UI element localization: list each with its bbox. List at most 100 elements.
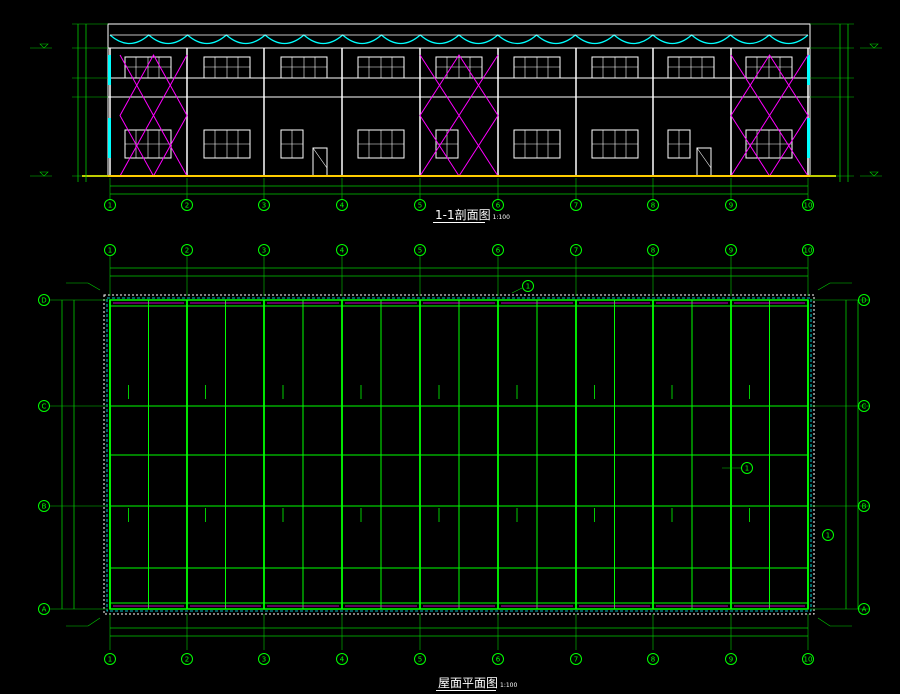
small-window-1 bbox=[280, 129, 304, 159]
axis-bubble-circle bbox=[647, 244, 659, 256]
axis-bubble-circle bbox=[104, 244, 116, 256]
lower-window-4 bbox=[513, 129, 561, 159]
axis-bubble-circle bbox=[741, 462, 753, 474]
axis-bubble-circle bbox=[802, 199, 814, 211]
plan-corner-leader-1 bbox=[87, 282, 101, 291]
plan-bottom-axis-bubble-2: 2 bbox=[181, 653, 193, 665]
axis-bubble-circle bbox=[181, 653, 193, 665]
axis-bubble-label: 1 bbox=[826, 532, 830, 540]
axis-bubble-label: B bbox=[42, 503, 47, 511]
axis-bubble-circle bbox=[522, 280, 534, 292]
axis-bubble-circle bbox=[181, 244, 193, 256]
plan-top-axis-bubble-1: 1 bbox=[104, 244, 116, 256]
plan-bottom-axis-bubble-5: 5 bbox=[414, 653, 426, 665]
axis-bubble-circle bbox=[38, 603, 50, 615]
axis-bubble-label: 5 bbox=[418, 247, 422, 255]
plan-detail-callout-top: 1 bbox=[522, 280, 534, 292]
section-axis-bubble-4: 4 bbox=[336, 199, 348, 211]
axis-bubble-circle bbox=[802, 244, 814, 256]
plan-detail-callout-right: 1 bbox=[741, 462, 753, 474]
lower-window-6 bbox=[745, 129, 793, 159]
plan-right-axis-bubble-D: D bbox=[858, 294, 870, 306]
upper-window-1 bbox=[124, 56, 172, 79]
axis-bubble-circle bbox=[38, 294, 50, 306]
axis-bubble-label: 1 bbox=[108, 656, 112, 664]
upper-window-2 bbox=[203, 56, 251, 79]
plan-title-scale: 1:100 bbox=[500, 682, 518, 689]
axis-bubble-label: 10 bbox=[804, 247, 813, 255]
level-marker-4 bbox=[860, 171, 882, 177]
level-marker-3 bbox=[860, 43, 882, 49]
axis-bubble-circle bbox=[336, 244, 348, 256]
right-glazing-strip-lower bbox=[807, 118, 810, 158]
plan-corner-leader-3 bbox=[87, 617, 101, 627]
upper-window-5 bbox=[435, 56, 483, 79]
plan-top-axis-bubble-10: 10 bbox=[802, 244, 814, 256]
axis-bubble-circle bbox=[38, 500, 50, 512]
axis-bubble-circle bbox=[647, 199, 659, 211]
level-marker-1 bbox=[30, 43, 52, 49]
plan-callout-leader bbox=[511, 287, 523, 294]
section-axis-bubble-7: 7 bbox=[570, 199, 582, 211]
axis-bubble-label: C bbox=[42, 403, 47, 411]
axis-bubble-circle bbox=[414, 653, 426, 665]
plan-top-axis-bubble-3: 3 bbox=[258, 244, 270, 256]
left-glazing-strip-lower bbox=[108, 118, 111, 158]
plan-title-underline bbox=[436, 690, 496, 691]
axis-bubble-label: 9 bbox=[729, 247, 733, 255]
axis-bubble-label: A bbox=[862, 606, 867, 614]
plan-top-axis-bubble-6: 6 bbox=[492, 244, 504, 256]
axis-bubble-label: 2 bbox=[185, 656, 189, 664]
upper-window-3 bbox=[280, 56, 328, 79]
section-outline bbox=[107, 23, 811, 177]
axis-bubble-label: 2 bbox=[185, 202, 189, 210]
plan-bottom-axis-bubble-6: 6 bbox=[492, 653, 504, 665]
axis-bubble-label: 2 bbox=[185, 247, 189, 255]
axis-bubble-label: 6 bbox=[496, 247, 501, 255]
axis-bubble-label: A bbox=[42, 606, 47, 614]
roof-scallop-wave bbox=[109, 34, 809, 45]
section-door-1 bbox=[312, 147, 328, 177]
axis-bubble-label: B bbox=[862, 503, 867, 511]
axis-bubble-circle bbox=[104, 199, 116, 211]
axis-bubble-label: 4 bbox=[340, 656, 345, 664]
axis-bubble-circle bbox=[822, 529, 834, 541]
plan-left-axis-bubble-D: D bbox=[38, 294, 50, 306]
left-glazing-strip bbox=[108, 55, 111, 85]
axis-bubble-label: 1 bbox=[526, 283, 530, 291]
axis-bubble-label: 1 bbox=[108, 202, 112, 210]
axis-bubble-circle bbox=[258, 653, 270, 665]
axis-bubble-circle bbox=[38, 400, 50, 412]
axis-bubble-circle bbox=[725, 244, 737, 256]
plan-top-axis-bubble-8: 8 bbox=[647, 244, 659, 256]
plan-top-axis-bubble-4: 4 bbox=[336, 244, 348, 256]
upper-window-8 bbox=[667, 56, 715, 79]
axis-bubble-label: 6 bbox=[496, 656, 501, 664]
plan-bottom-axis-bubble-8: 8 bbox=[647, 653, 659, 665]
plan-top-axis-bubble-7: 7 bbox=[570, 244, 582, 256]
axis-bubble-circle bbox=[492, 244, 504, 256]
plan-right-axis-bubble-C: C bbox=[858, 400, 870, 412]
axis-bubble-circle bbox=[570, 244, 582, 256]
axis-bubble-circle bbox=[802, 653, 814, 665]
plan-bottom-axis-bubble-1: 1 bbox=[104, 653, 116, 665]
small-window-3 bbox=[667, 129, 691, 159]
axis-bubble-circle bbox=[858, 500, 870, 512]
roof-outer-dashed-edge bbox=[103, 294, 815, 615]
plan-left-axis-bubble-C: C bbox=[38, 400, 50, 412]
upper-window-9 bbox=[745, 56, 793, 79]
axis-bubble-circle bbox=[725, 653, 737, 665]
section-title-text: 1-1剖面图 bbox=[435, 208, 491, 222]
axis-bubble-label: D bbox=[41, 297, 46, 305]
axis-bubble-circle bbox=[570, 653, 582, 665]
plan-detail-callout-edge: 1 bbox=[822, 529, 834, 541]
section-door-2 bbox=[696, 147, 712, 177]
section-axis-bubble-10: 10 bbox=[802, 199, 814, 211]
axis-bubble-label: 10 bbox=[804, 656, 813, 664]
axis-bubble-circle bbox=[570, 199, 582, 211]
section-axis-bubble-2: 2 bbox=[181, 199, 193, 211]
axis-bubble-label: 9 bbox=[729, 202, 733, 210]
